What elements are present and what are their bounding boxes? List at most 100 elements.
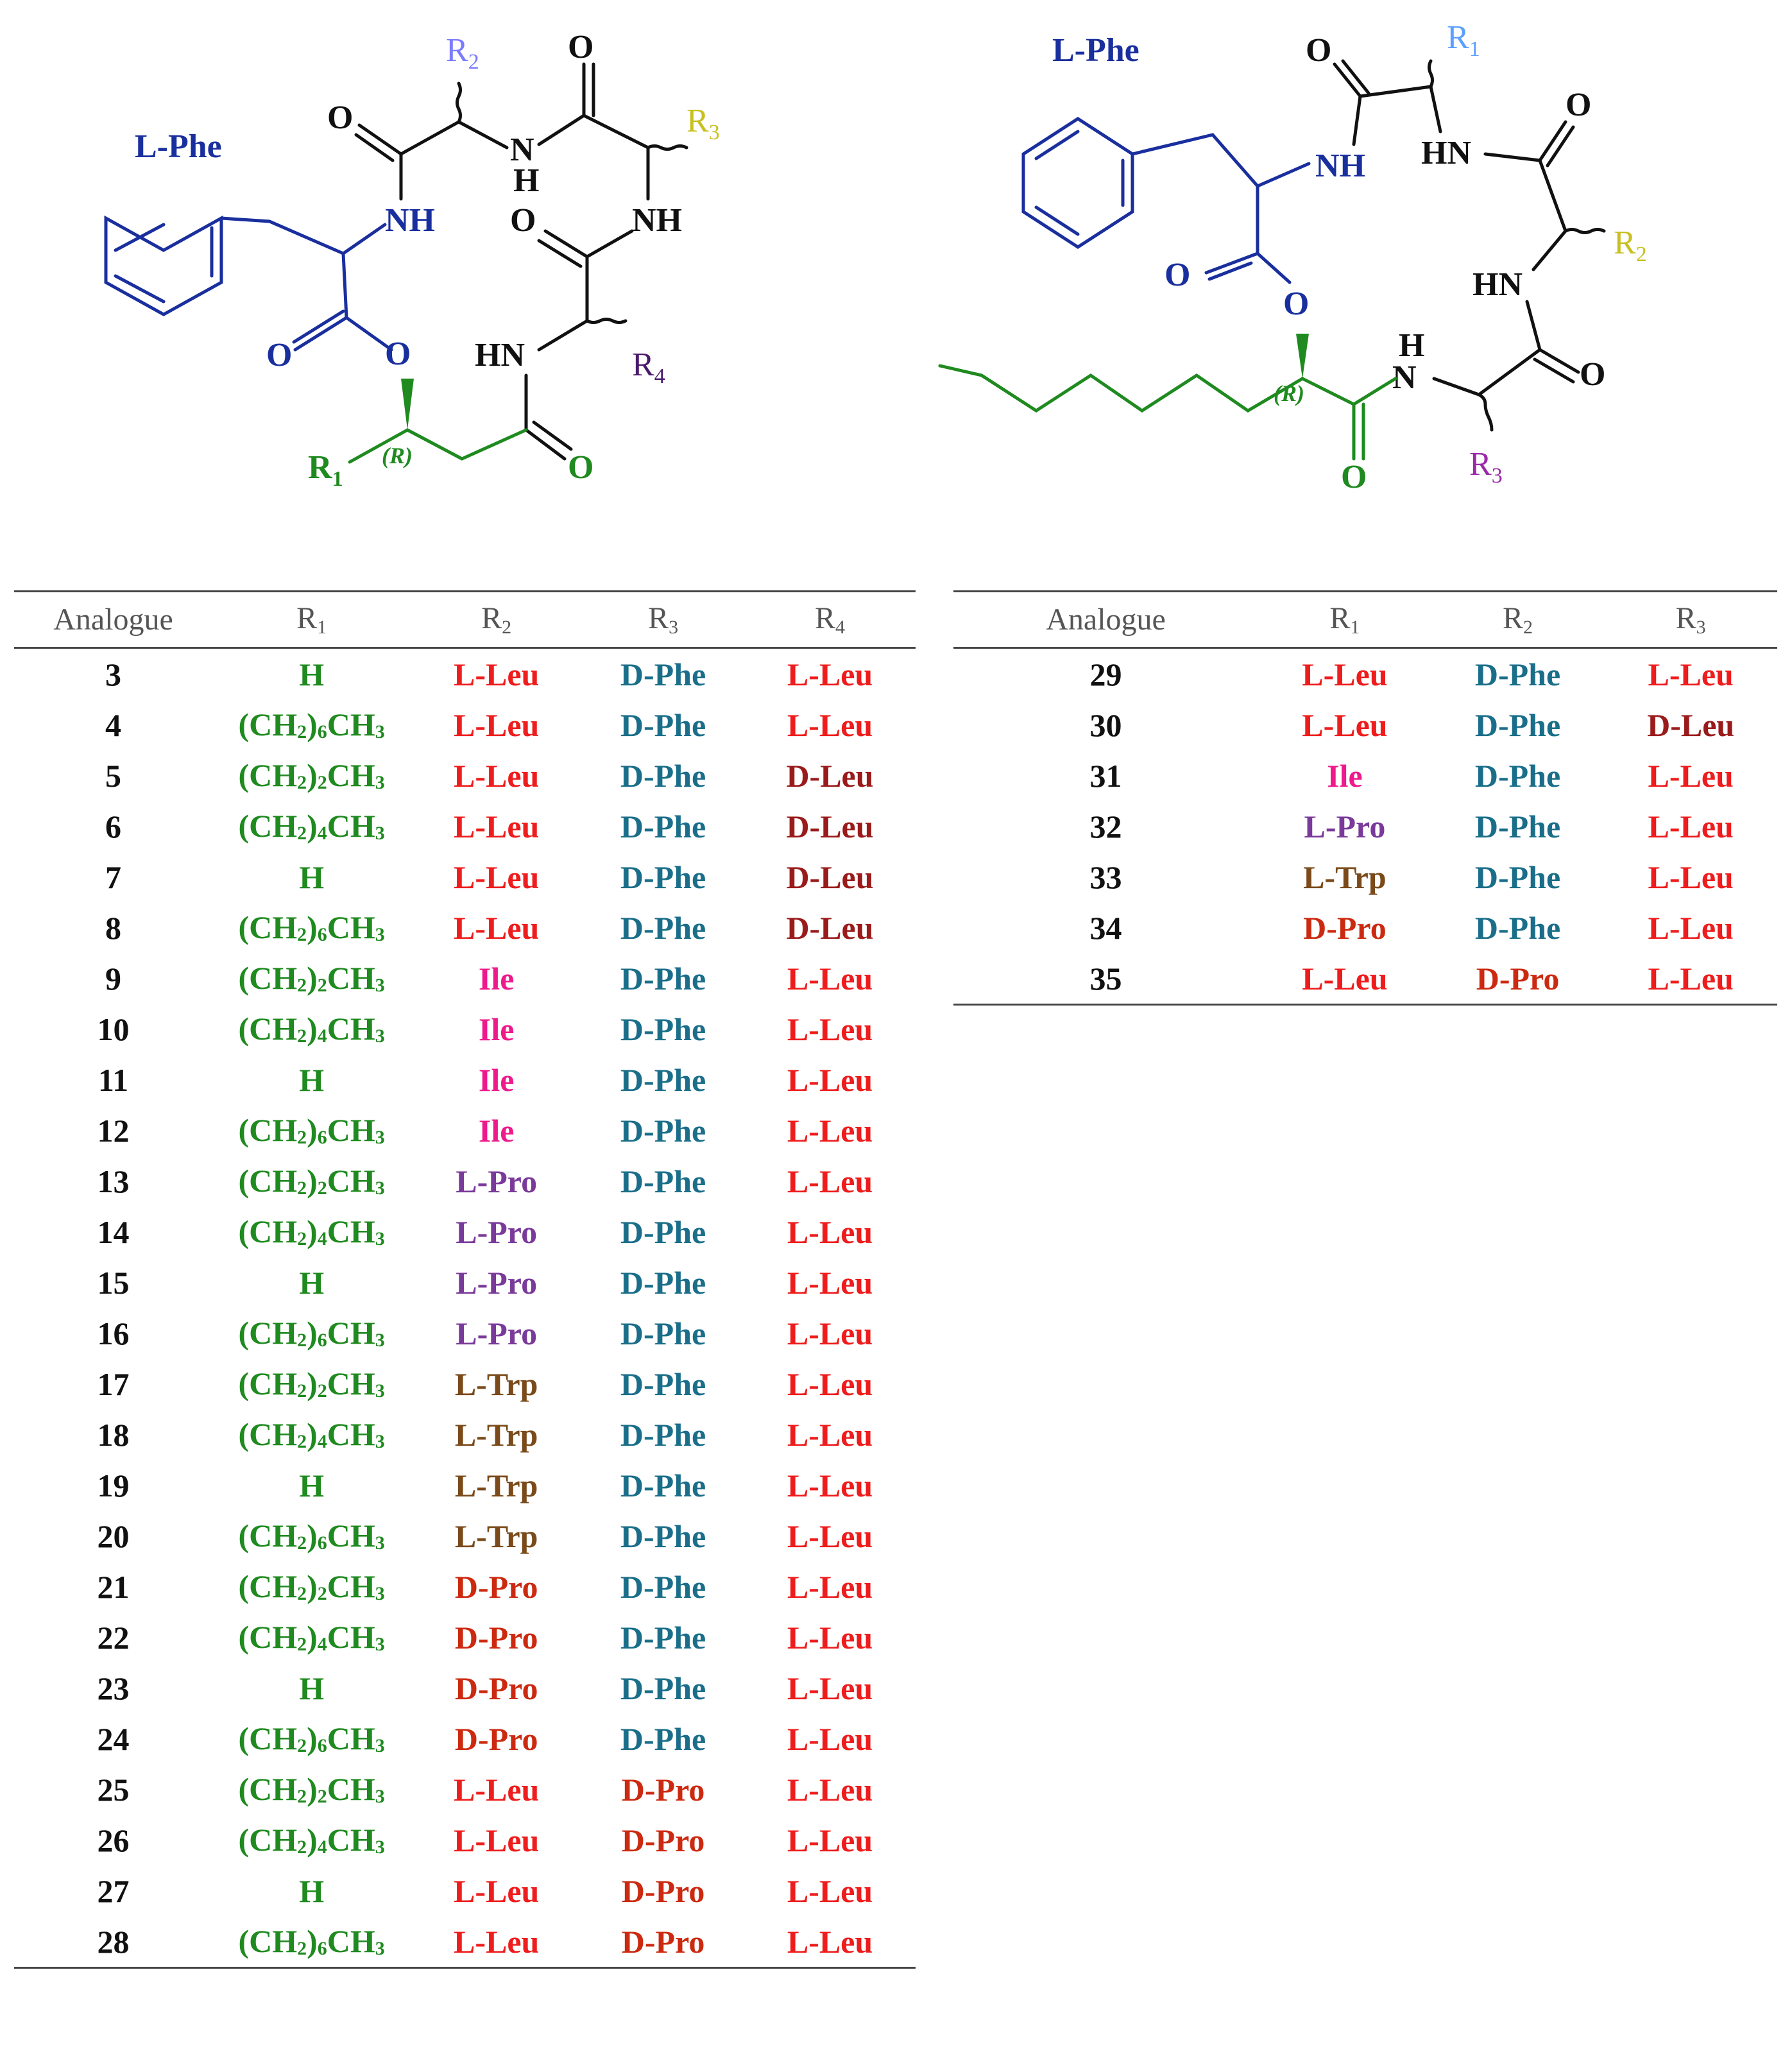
svg-text:H: H <box>513 162 539 199</box>
right-R2: R2 <box>1614 225 1647 266</box>
cell-analogue: 4 <box>105 707 122 743</box>
cell-analogue: 30 <box>1089 707 1122 743</box>
cell-r2: L-Trp <box>454 1416 538 1453</box>
svg-text:O: O <box>568 449 593 486</box>
cell-r2: L-Pro <box>456 1213 538 1250</box>
cell-analogue: 15 <box>97 1264 130 1301</box>
cell-r3: D-Phe <box>620 1670 706 1706</box>
col-r2: R2 <box>1431 590 1605 649</box>
cell-r1: H <box>299 656 325 692</box>
table-header-row: Analogue R1 R2 R3 <box>953 590 1777 649</box>
cell-r3: D-Phe <box>620 1518 706 1554</box>
cell-r2: Ile <box>478 1061 515 1098</box>
cell-analogue: 8 <box>105 909 122 946</box>
cell-r2: Ile <box>478 960 515 997</box>
svg-text:NH: NH <box>1315 148 1365 184</box>
cell-r2: L-Leu <box>453 656 540 692</box>
left-structure: L-Phe O O NH O N H O R2 R3 <box>104 29 720 491</box>
cell-r3: D-Phe <box>620 1568 706 1605</box>
cell-r4: L-Leu <box>787 1568 873 1605</box>
cell-analogue: 12 <box>97 1112 130 1149</box>
cell-r1: (CH2)4CH3 <box>238 1416 385 1453</box>
cell-analogue: 19 <box>97 1467 130 1503</box>
cell-r3: D-Phe <box>620 1720 706 1757</box>
cell-r3: L-Leu <box>1648 859 1734 895</box>
cell-r2: D-Pro <box>454 1670 538 1706</box>
col-analogue: Analogue <box>953 590 1259 649</box>
cell-r3: D-Phe <box>620 909 706 946</box>
cell-r1: (CH2)6CH3 <box>238 1112 385 1149</box>
cell-analogue: 9 <box>105 960 122 997</box>
cell-analogue: 14 <box>97 1213 130 1250</box>
cell-r1: H <box>299 1670 325 1706</box>
cell-r3: D-Phe <box>620 808 706 844</box>
cell-r3: D-Phe <box>620 1467 706 1503</box>
cell-analogue: 32 <box>1089 808 1122 844</box>
right-benzene-ring <box>1021 117 1134 249</box>
col-analogue: Analogue <box>14 590 213 649</box>
left-R3: R3 <box>687 103 720 144</box>
cell-analogue: 34 <box>1089 909 1122 946</box>
col-r3: R3 <box>1604 590 1777 649</box>
cell-r1: L-Pro <box>1304 808 1386 844</box>
cell-r2: D-Phe <box>1474 808 1561 844</box>
cell-analogue: 3 <box>105 656 122 692</box>
cell-r3: L-Leu <box>1648 808 1734 844</box>
cell-r2: L-Leu <box>411 1916 583 1969</box>
cell-r1: (CH2)2CH3 <box>238 1163 385 1199</box>
cell-r1: (CH2)6CH3 <box>238 909 385 946</box>
cell-r3: D-Phe <box>620 859 706 895</box>
cell-r3: L-Leu <box>1648 909 1734 946</box>
cell-r3: D-Pro <box>621 1872 705 1909</box>
cell-r1: H <box>299 1061 325 1098</box>
cell-r3: L-Leu <box>1648 757 1734 794</box>
cell-r2: L-Leu <box>453 707 540 743</box>
svg-text:O: O <box>1341 459 1367 495</box>
cell-r3: D-Leu <box>1647 707 1735 743</box>
cell-r4: L-Leu <box>787 1112 873 1149</box>
cell-r4: D-Leu <box>786 859 874 895</box>
cell-r1: (CH2)2CH3 <box>238 1366 385 1402</box>
cell-r1: L-Leu <box>1302 707 1388 743</box>
cell-r1: (CH2)2CH3 <box>238 1568 385 1605</box>
cell-analogue: 31 <box>1089 757 1122 794</box>
svg-text:NH: NH <box>385 202 435 239</box>
cell-r1: (CH2)6CH3 <box>238 1720 385 1757</box>
cell-r3: D-Phe <box>620 757 706 794</box>
cell-analogue: 33 <box>1089 859 1122 895</box>
cell-r1: (CH2)6CH3 <box>238 1518 385 1554</box>
cell-r4: L-Leu <box>787 1163 873 1199</box>
cell-r2: L-Leu <box>453 1872 540 1909</box>
cell-r1: (CH2)4CH3 <box>238 1011 385 1047</box>
cell-r4: L-Leu <box>787 656 873 692</box>
cell-r4: L-Leu <box>787 960 873 997</box>
cell-r3: D-Phe <box>620 1061 706 1098</box>
cell-r2: L-Leu <box>453 909 540 946</box>
cell-r4: L-Leu <box>787 1720 873 1757</box>
svg-text:H: H <box>1399 327 1424 364</box>
cell-r3: D-Pro <box>582 1916 745 1969</box>
cell-r2: L-Leu <box>453 1771 540 1808</box>
cell-r2: L-Trp <box>454 1467 538 1503</box>
cell-r4: L-Leu <box>744 1916 916 1969</box>
cell-r1: Ile <box>1327 757 1363 794</box>
left-R4: R4 <box>632 347 665 388</box>
cell-r4: D-Leu <box>786 909 874 946</box>
cell-analogue: 28 <box>14 1916 213 1969</box>
table-header-row: Analogue R1 R2 R3 R4 <box>14 590 916 649</box>
cell-r1: (CH2)2CH3 <box>238 960 385 997</box>
left-phe-label: L-Phe <box>135 128 222 165</box>
cell-r1: H <box>299 1467 325 1503</box>
svg-text:N: N <box>510 132 534 168</box>
cell-r3: D-Pro <box>621 1771 705 1808</box>
